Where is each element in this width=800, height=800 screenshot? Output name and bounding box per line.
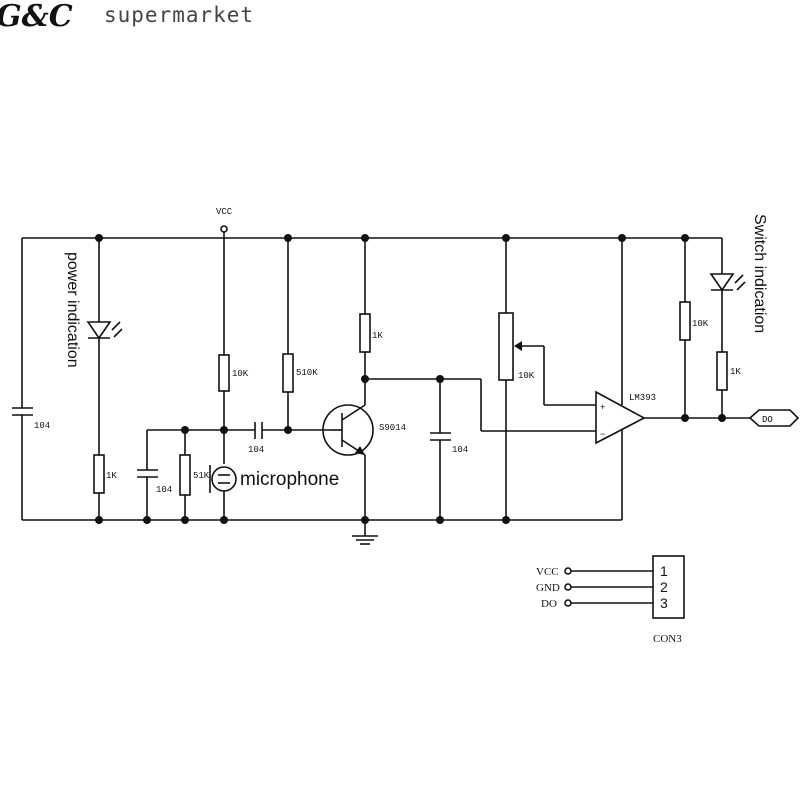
comparator-plus: + xyxy=(600,403,605,413)
resistor-1k-right-label: 1K xyxy=(730,367,741,377)
capacitor-collector-label: 104 xyxy=(452,445,468,455)
potentiometer-wiper-icon xyxy=(514,341,522,351)
brand-name: supermarket xyxy=(104,3,254,27)
comparator: + − LM393 xyxy=(595,238,750,520)
output-network: 10K 1K xyxy=(679,238,746,418)
vcc-pin-icon xyxy=(220,225,228,233)
power-indication-label: power indication xyxy=(64,252,81,368)
capacitor-left-label: 104 xyxy=(34,421,50,431)
connector-pin-2-number: 2 xyxy=(660,579,668,595)
power-led-branch: 1K xyxy=(86,238,123,520)
resistor-51k xyxy=(179,454,191,496)
connector-pin-2-label: GND xyxy=(536,582,560,594)
microphone-label: microphone xyxy=(240,469,339,490)
resistor-power-led-label: 1K xyxy=(106,471,117,481)
comparator-icon xyxy=(595,390,646,445)
power-led-icon xyxy=(86,321,112,340)
resistor-1k-collector-label: 1K xyxy=(372,331,383,341)
resistor-510k-label: 510K xyxy=(296,368,318,378)
capacitor-coupling-label: 104 xyxy=(248,445,264,455)
capacitor-collector: 104 xyxy=(430,379,468,520)
vcc-label: VCC xyxy=(216,207,233,217)
switch-indication-label: Switch indication xyxy=(751,214,768,333)
connector-body xyxy=(652,555,685,619)
resistor-10k-right xyxy=(679,301,691,341)
comparator-minus: − xyxy=(600,430,605,440)
connector-con3: VCC GND DO 1 2 3 CON3 xyxy=(536,555,685,645)
comparator-label: LM393 xyxy=(629,393,656,403)
resistor-power-led xyxy=(93,454,105,494)
connector-pin-1-number: 1 xyxy=(660,563,668,579)
resistor-1k-collector xyxy=(359,313,371,353)
output-tag-label: DO xyxy=(762,415,773,425)
microphone-icon xyxy=(209,465,237,493)
potentiometer-label: 10K xyxy=(518,371,535,381)
switch-led-icon xyxy=(709,273,735,292)
resistor-10k-right-label: 10K xyxy=(692,319,709,329)
capacitor-left: 104 xyxy=(12,238,50,520)
resistor-1k-right xyxy=(716,351,728,391)
capacitor-mic-left-label: 104 xyxy=(156,485,172,495)
transistor-icon xyxy=(322,404,374,456)
connector-pin-3-number: 3 xyxy=(660,595,668,611)
resistor-510k xyxy=(282,353,294,393)
transistor-label: S9014 xyxy=(379,423,406,433)
connector-pin-3-label: DO xyxy=(541,598,557,610)
potentiometer: 10K xyxy=(498,238,596,520)
mic-input-network: 104 51K 10K microphone 104 510K xyxy=(137,232,339,520)
resistor-10k-vcc xyxy=(218,354,230,392)
junction-dots xyxy=(95,234,726,524)
ground-icon xyxy=(352,535,378,545)
brand-logo: G&C xyxy=(0,0,73,34)
resistor-10k-vcc-label: 10K xyxy=(232,369,249,379)
output-tag: DO xyxy=(748,409,800,427)
resistor-51k-label: 51K xyxy=(193,471,210,481)
potentiometer-body xyxy=(498,312,514,381)
connector-pin-1-label: VCC xyxy=(536,566,559,578)
connector-name: CON3 xyxy=(653,633,682,645)
transistor-stage: 1K S9014 xyxy=(322,238,406,545)
